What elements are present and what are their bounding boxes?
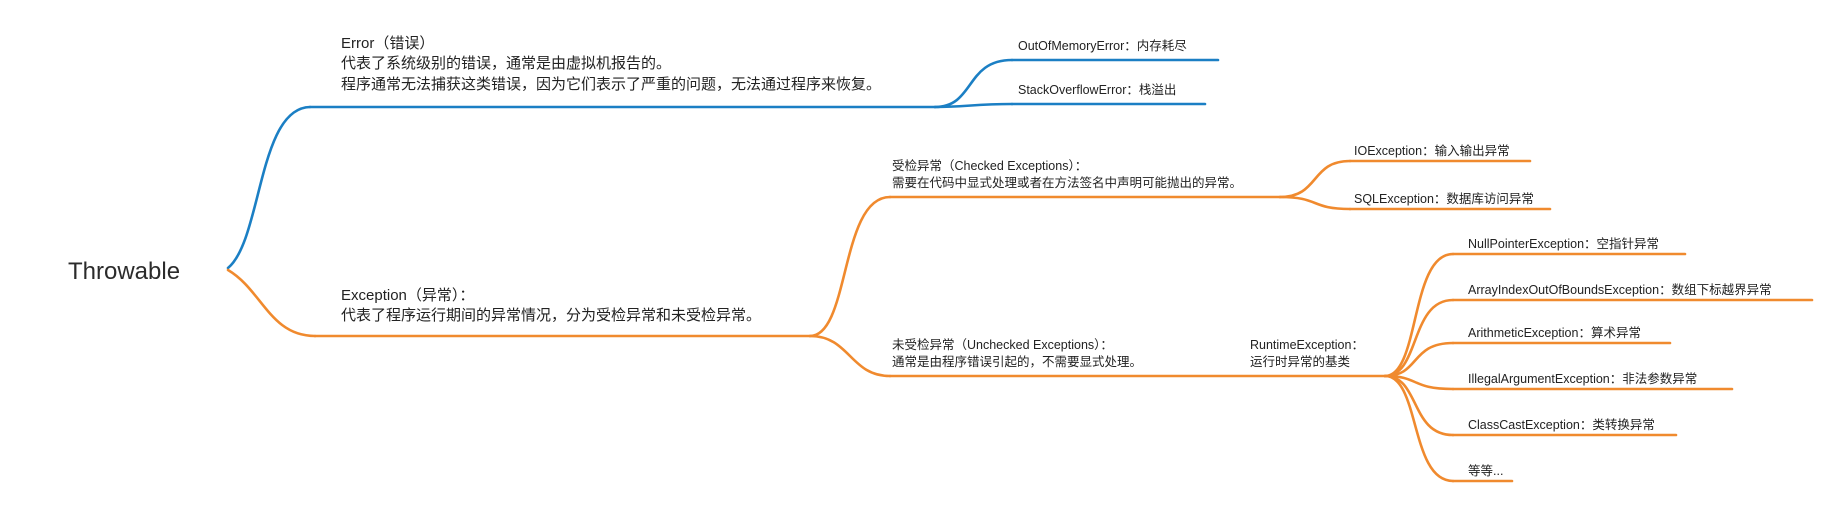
node-etc: 等等... <box>1468 464 1504 478</box>
edge-error-oom <box>933 58 1014 109</box>
edge-runtime-aioobe <box>1383 298 1455 378</box>
node-exception-title: Exception（异常）： <box>341 287 475 304</box>
edge-exception-unchecked <box>808 334 892 378</box>
node-runtime-exception: RuntimeException： 运行时异常的基类 <box>1250 337 1364 371</box>
edge-runtime-arith <box>1383 341 1455 378</box>
node-runtime-line1: 运行时异常的基类 <box>1250 354 1351 369</box>
node-illegal-argument-exception: IllegalArgumentException：非法参数异常 <box>1468 372 1698 386</box>
node-runtime-title: RuntimeException： <box>1250 338 1364 352</box>
edge-checked-io <box>1278 159 1352 199</box>
node-exception: Exception（异常）： 代表了程序运行期间的异常情况，分为受检异常和未受检… <box>341 286 761 327</box>
edge-runtime-npe <box>1383 252 1455 378</box>
node-arithmetic-exception: ArithmeticException：算术异常 <box>1468 326 1641 340</box>
edge-checked-sql <box>1278 195 1352 211</box>
node-error-title: Error（错误） <box>341 35 435 52</box>
node-null-pointer-exception: NullPointerException：空指针异常 <box>1468 237 1660 251</box>
edge-error-sof <box>933 102 1014 109</box>
node-error-line2: 程序通常无法捕获这类错误，因为它们表示了严重的问题，无法通过程序来恢复。 <box>341 75 882 93</box>
node-exception-line1: 代表了程序运行期间的异常情况，分为受检异常和未受检异常。 <box>341 307 762 325</box>
node-io-exception: IOException：输入输出异常 <box>1354 144 1510 158</box>
node-checked-exceptions: 受检异常（Checked Exceptions）： 需要在代码中显式处理或者在方… <box>892 158 1242 192</box>
node-error: Error（错误） 代表了系统级别的错误，通常是由虚拟机报告的。 程序通常无法捕… <box>341 34 881 95</box>
node-error-line1: 代表了系统级别的错误，通常是由虚拟机报告的。 <box>341 55 672 73</box>
edge-root-exception <box>226 268 317 338</box>
edge-runtime-etc <box>1383 374 1455 483</box>
node-sql-exception: SQLException：数据库访问异常 <box>1354 192 1534 206</box>
node-stack-overflow-error: StackOverflowError：栈溢出 <box>1018 83 1177 97</box>
node-unchecked-line1: 通常是由程序错误引起的，不需要显式处理。 <box>892 354 1143 369</box>
node-checked-line1: 需要在代码中显式处理或者在方法签名中声明可能抛出的异常。 <box>892 175 1243 190</box>
node-unchecked-exceptions: 未受检异常（Unchecked Exceptions）： 通常是由程序错误引起的… <box>892 337 1142 371</box>
edge-exception-checked <box>808 195 892 338</box>
node-out-of-memory-error: OutOfMemoryError：内存耗尽 <box>1018 39 1187 53</box>
edge-root-error <box>226 105 312 270</box>
root-node-throwable: Throwable <box>68 258 181 285</box>
node-class-cast-exception: ClassCastException：类转换异常 <box>1468 418 1655 432</box>
node-checked-title: 受检异常（Checked Exceptions）： <box>892 159 1088 173</box>
node-array-index-out-of-bounds-exception: ArrayIndexOutOfBoundsException：数组下标越界异常 <box>1468 283 1772 297</box>
node-unchecked-title: 未受检异常（Unchecked Exceptions）： <box>892 338 1113 352</box>
